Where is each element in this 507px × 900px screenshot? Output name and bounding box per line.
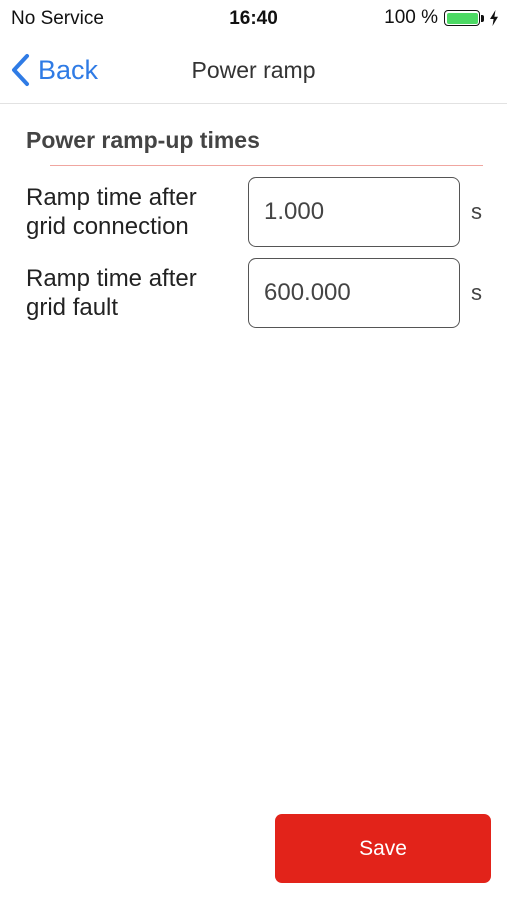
section-title: Power ramp-up times [26, 127, 260, 153]
battery-level-fill [446, 12, 478, 24]
ramp-time-grid-connection-label: Ramp time after grid connection [26, 184, 197, 240]
save-button[interactable]: Save [275, 814, 491, 883]
battery-percent: 100 % [384, 7, 438, 28]
bolt-icon [490, 10, 498, 26]
navigation-bar: Back Power ramp [0, 36, 507, 104]
ramp-time-grid-fault-label: Ramp time after grid fault [26, 265, 197, 321]
field-row-grid-connection: Ramp time after grid connection s [0, 177, 507, 249]
section-divider [50, 165, 483, 166]
battery-icon [444, 10, 480, 26]
back-button[interactable]: Back [10, 50, 98, 90]
back-label: Back [38, 54, 99, 85]
ramp-time-grid-connection-unit: s [471, 199, 482, 224]
ramp-time-grid-connection-input[interactable] [248, 177, 460, 247]
ramp-time-grid-fault-unit: s [471, 280, 482, 305]
chevron-left-icon [12, 54, 29, 86]
status-bar: No Service 16:40 100 % [0, 0, 507, 36]
battery-tip [481, 14, 484, 22]
field-row-grid-fault: Ramp time after grid fault s [0, 258, 507, 330]
clock-time: 16:40 [229, 8, 278, 29]
battery-status: 100 % [384, 7, 499, 29]
ramp-time-grid-fault-input[interactable] [248, 258, 460, 328]
carrier-label: No Service [11, 8, 104, 29]
page-title: Power ramp [191, 57, 316, 83]
